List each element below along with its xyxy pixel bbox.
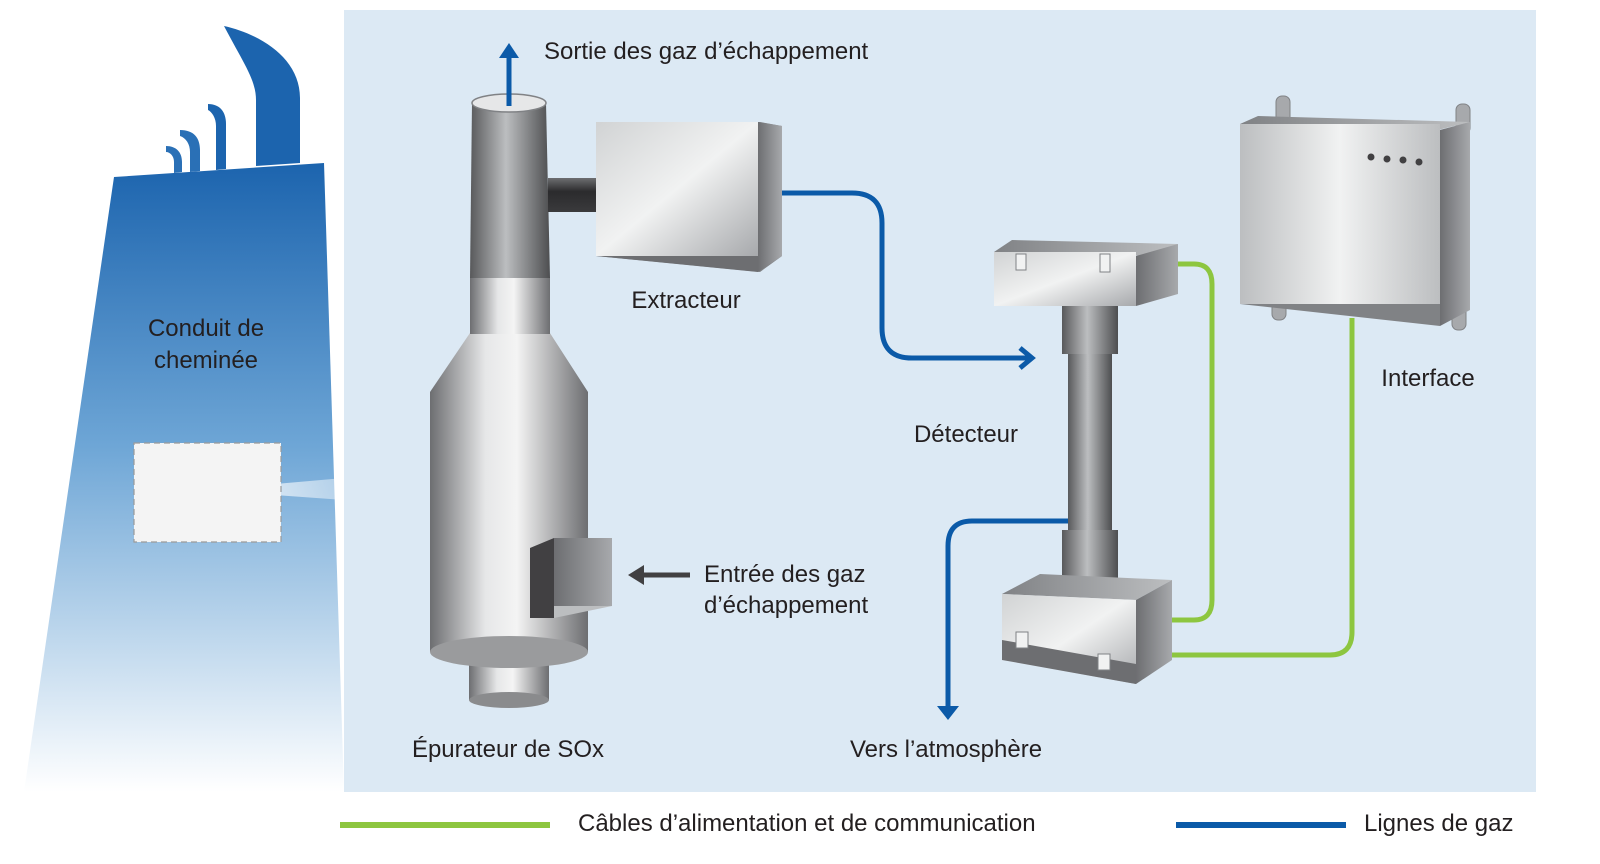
interface-box <box>1240 95 1471 331</box>
power-cable-interface <box>1160 318 1355 658</box>
chimney-label-line2: cheminée <box>154 347 258 374</box>
chimney-window <box>133 442 282 543</box>
led-indicator <box>1383 155 1391 163</box>
led-indicator <box>1415 158 1423 166</box>
legend-gas-label: Lignes de gaz <box>1364 810 1513 837</box>
inlet-label-line2: d’échappement <box>704 592 868 619</box>
led-indicator <box>1367 153 1375 161</box>
gas-arrow-atmosphere <box>937 706 959 720</box>
sox-scrubber <box>430 93 612 708</box>
exhaust-outlet-label: Sortie des gaz d’échappement <box>544 38 869 65</box>
inlet-label-line1: Entrée des gaz <box>704 561 865 588</box>
chimney-label-line1: Conduit de <box>148 315 264 342</box>
gas-arrow-detector <box>1018 346 1036 370</box>
legend: Câbles d’alimentation et de communicatio… <box>340 810 1513 837</box>
gas-line-atmosphere <box>945 518 1078 708</box>
atmosphere-label: Vers l’atmosphère <box>850 736 1042 763</box>
led-indicator <box>1399 156 1407 164</box>
detector-label: Détecteur <box>914 421 1018 448</box>
interface-label: Interface <box>1381 365 1474 392</box>
detector <box>994 240 1178 684</box>
extractor-label: Extracteur <box>631 287 740 314</box>
gas-line-extractor-detector <box>778 190 1030 361</box>
extractor <box>548 122 782 272</box>
legend-power-label: Câbles d’alimentation et de communicatio… <box>578 810 1036 837</box>
power-cable-detector <box>1172 261 1215 623</box>
chimney-graphic <box>24 26 344 792</box>
scrubber-label: Épurateur de SOx <box>412 736 604 763</box>
